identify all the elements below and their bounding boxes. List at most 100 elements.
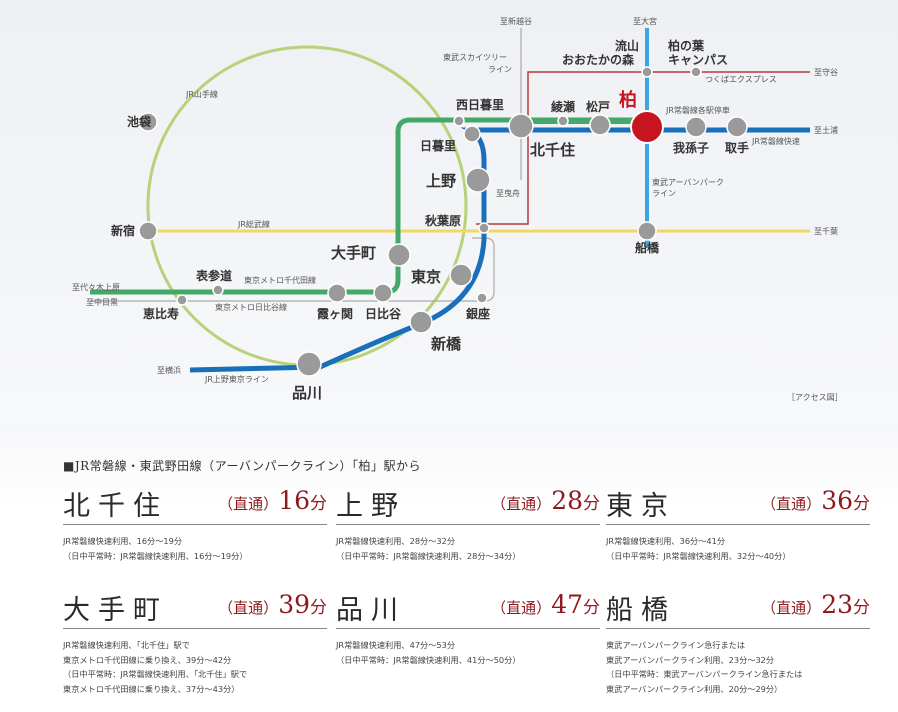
route-map-svg: 池袋 新宿 表参道 恵比寿 霞ヶ関 日比谷 大手町 東京 新橋 品川 銀座 上野…	[72, 16, 843, 402]
station-shinjuku[interactable]	[138, 221, 158, 241]
route-notes: JR常磐線快速利用、28分〜32分 （日中平常時：JR常磐線快速利用、28分〜3…	[336, 536, 521, 561]
divider	[63, 628, 327, 629]
label-nagareyama-2: おおたかの森	[562, 52, 635, 67]
label-kitasenju: 北千住	[530, 141, 575, 159]
dir-chiba: 至千葉	[814, 226, 838, 236]
label-shinjuku: 新宿	[111, 223, 135, 238]
label-kashiwanoha-1: 柏の葉	[668, 38, 705, 53]
line-label-skytree-1: 東武スカイツリー	[443, 52, 507, 62]
label-hibiya: 日比谷	[365, 306, 402, 321]
destination-name: 上野	[336, 491, 406, 522]
divider	[63, 524, 327, 525]
travel-time: （直通）23分	[761, 590, 870, 619]
station-funabashi[interactable]	[637, 221, 657, 241]
dir-moriya: 至守谷	[814, 67, 838, 77]
dir-nakameguro: 至中目黒	[86, 297, 118, 307]
station-tokyo[interactable]	[449, 263, 473, 287]
station-kashiwanoha[interactable]	[690, 66, 702, 78]
destination-name: 北千住	[63, 491, 168, 522]
label-toride: 取手	[725, 140, 749, 155]
station-ueno[interactable]	[465, 167, 491, 193]
label-otemachi: 大手町	[331, 244, 376, 262]
station-otemachi[interactable]	[387, 243, 411, 267]
travel-time: （直通）47分	[491, 590, 600, 619]
tx-line	[476, 71, 810, 225]
label-ueno: 上野	[426, 172, 456, 190]
divider	[606, 524, 870, 525]
station-hibiya[interactable]	[373, 283, 393, 303]
station-matsudo[interactable]	[589, 114, 611, 136]
dir-omiya: 至大宮	[633, 16, 657, 26]
station-ginza[interactable]	[476, 292, 488, 304]
label-ginza: 銀座	[465, 306, 490, 321]
label-ikebukuro: 池袋	[127, 114, 152, 129]
route-notes: JR常磐線快速利用、「北千住」駅で 東京メトロ千代田線に乗り換え、39分〜42分…	[63, 640, 248, 694]
station-nishinippori[interactable]	[453, 115, 465, 127]
dir-hikifune: 至曳舟	[496, 188, 520, 198]
hibiya-subway-line	[90, 237, 495, 302]
dir-shinkoshigaya: 至新越谷	[500, 16, 532, 26]
line-label-urbanpark-2: ライン	[652, 189, 676, 198]
line-label-joban-local: JR常磐線各駅停車	[665, 105, 730, 115]
line-label-hibiya: 東京メトロ日比谷線	[215, 302, 287, 312]
line-label-urbanpark-1: 東武アーバンパーク	[652, 177, 724, 187]
station-kashiwa[interactable]	[630, 110, 664, 144]
joban-rapid-line	[189, 127, 810, 373]
line-label-joban-rapid: JR常磐線快速	[751, 136, 800, 146]
divider	[606, 628, 870, 629]
label-nishinippori: 西日暮里	[456, 97, 504, 112]
destination-name: 東京	[606, 491, 676, 522]
label-shinagawa: 品川	[292, 384, 322, 402]
dir-yokohama: 至横浜	[157, 365, 181, 375]
station-ikebukuro[interactable]	[138, 112, 158, 132]
label-funabashi: 船橋	[635, 240, 660, 255]
travel-time-panel: ■JR常磐線・東武野田線（アーバンパークライン）「柏」駅から 北千住 （直通）1…	[0, 424, 898, 712]
station-nagareyama[interactable]	[641, 66, 653, 78]
route-notes: 東武アーバンパークライン急行または 東武アーバンパークライン利用、23分〜32分…	[606, 640, 803, 694]
station-akihabara[interactable]	[478, 222, 490, 234]
dir-yoyogiuehara: 至代々木上原	[72, 282, 120, 292]
dir-tsuchiura: 至土浦	[814, 125, 838, 135]
label-kasumigaseki: 霞ヶ関	[317, 307, 353, 321]
label-matsudo: 松戸	[586, 99, 610, 114]
station-omotesando[interactable]	[212, 284, 224, 296]
label-nippori: 日暮里	[420, 138, 456, 153]
label-tokyo: 東京	[411, 268, 441, 286]
travel-time: （直通）16分	[218, 486, 327, 515]
station-kitasenju[interactable]	[508, 113, 534, 139]
travel-time: （直通）36分	[761, 486, 870, 515]
map-caption: ［アクセス図］	[787, 393, 843, 402]
destination-name: 船橋	[606, 595, 676, 626]
station-shinagawa[interactable]	[296, 351, 322, 377]
access-map: 池袋 新宿 表参道 恵比寿 霞ヶ関 日比谷 大手町 東京 新橋 品川 銀座 上野…	[0, 0, 898, 424]
route-notes: JR常磐線快速利用、16分〜19分 （日中平常時：JR常磐線快速利用、16分〜1…	[63, 536, 248, 561]
destination-name: 品川	[336, 595, 406, 626]
travel-time: （直通）39分	[218, 590, 327, 619]
travel-time: （直通）28分	[491, 486, 600, 515]
divider	[336, 524, 600, 525]
station-kasumigaseki[interactable]	[327, 283, 347, 303]
station-shinbashi[interactable]	[409, 310, 433, 334]
divider	[336, 628, 600, 629]
label-abiko: 我孫子	[673, 140, 709, 155]
label-nagareyama-1: 流山	[615, 38, 639, 53]
station-toride[interactable]	[726, 116, 748, 138]
route-notes: JR常磐線快速利用、36分〜41分 （日中平常時：JR常磐線快速利用、32分〜4…	[606, 536, 791, 561]
label-kashiwa: 柏	[619, 89, 637, 111]
line-label-chiyoda: 東京メトロ千代田線	[244, 275, 316, 285]
label-omotesando: 表参道	[195, 268, 232, 283]
line-label-skytree-2: ライン	[488, 65, 512, 74]
line-label-yamanote: JR山手線	[185, 89, 218, 99]
line-label-sobu: JR総武線	[237, 219, 270, 229]
label-shinbashi: 新橋	[431, 335, 462, 353]
station-nippori[interactable]	[463, 125, 481, 143]
line-label-ueno-tokyo: JR上野東京ライン	[204, 374, 269, 384]
station-abiko[interactable]	[685, 116, 707, 138]
label-akihabara: 秋葉原	[425, 213, 461, 228]
label-ebisu: 恵比寿	[143, 306, 179, 321]
line-label-tx: つくばエクスプレス	[705, 75, 777, 84]
route-notes: JR常磐線快速利用、47分〜53分 （日中平常時：JR常磐線快速利用、41分〜5…	[336, 640, 521, 665]
label-kashiwanoha-2: キャンパス	[668, 53, 728, 67]
station-ayase[interactable]	[557, 115, 569, 127]
station-ebisu[interactable]	[176, 294, 188, 306]
